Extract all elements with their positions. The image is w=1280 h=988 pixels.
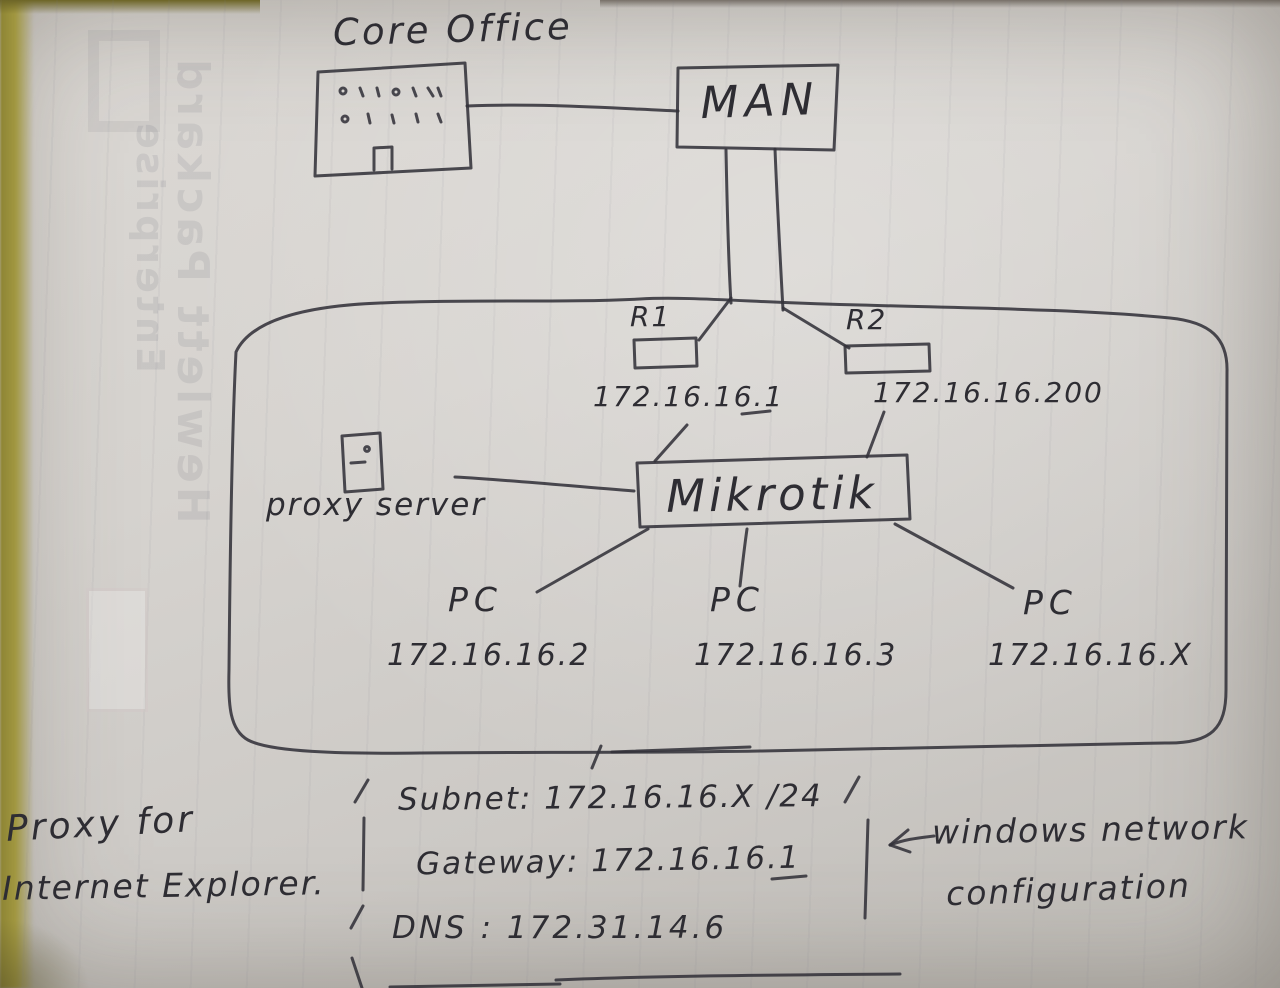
- mikrotik-to-pc1: [535, 527, 650, 594]
- link-core-office-to-man: [465, 103, 680, 113]
- dns-note: DNS : 172.31.14.6: [392, 910, 728, 946]
- paper-showthrough-label: [86, 588, 148, 712]
- pc1-ip: 172.16.16.2: [387, 638, 591, 673]
- man-downlink-2: [773, 147, 785, 312]
- router-r2-ip: 172.16.16.200: [873, 376, 1104, 409]
- r1-to-mikrotik: [653, 423, 689, 463]
- core-office-building-icon: [313, 61, 473, 178]
- subnet-trailing-slash: [843, 775, 861, 804]
- mikrotik-label: Mikrotik: [665, 466, 879, 523]
- r2-to-mikrotik: [865, 410, 886, 459]
- bracket-left-top: [353, 778, 370, 804]
- paper-showthrough-logo: [88, 30, 160, 132]
- bracket-left-bottom: [349, 904, 365, 930]
- core-office-label: Core Office: [332, 4, 574, 55]
- man-box: [675, 63, 840, 152]
- building-ports-dots: [338, 86, 443, 125]
- router-r2-label: R2: [846, 303, 888, 336]
- bottom-partial-slash: [350, 956, 364, 988]
- r1-ip-underline: [740, 409, 772, 416]
- building-door: [372, 145, 394, 172]
- mikrotik-to-pc3: [893, 522, 1015, 590]
- subnet-overline-slash: [590, 744, 603, 770]
- subnet-overline: [610, 745, 752, 754]
- r2-box: [843, 342, 932, 375]
- r2-uplink: [781, 306, 851, 350]
- arrow-head-lower: [888, 843, 912, 854]
- building-outline: [313, 61, 473, 178]
- proxy-server-label: proxy server: [266, 487, 487, 523]
- gateway-note: Gateway: 172.16.16.1: [415, 839, 801, 883]
- paper-top-edge-shadow: [600, 0, 1280, 8]
- pc2-label: PC: [710, 580, 765, 619]
- man-label: MAN: [699, 73, 821, 130]
- pc3-ip: 172.16.16.X: [988, 638, 1193, 673]
- proxy-icon-led: [363, 445, 371, 453]
- proxy-to-mikrotik: [453, 475, 636, 493]
- table-surface-top-edge: [0, 0, 260, 14]
- pc2-ip: 172.16.16.3: [694, 638, 898, 673]
- proxy-note-line2: Internet Explorer.: [1, 863, 327, 908]
- mikrotik-box: [635, 453, 912, 529]
- table-surface-left-edge: [0, 0, 34, 988]
- proxy-server-icon: [340, 431, 385, 494]
- bracket-left-mid: [361, 816, 366, 892]
- network-boundary: [227, 296, 1229, 755]
- bracket-right: [863, 818, 870, 920]
- pc3-label: PC: [1023, 583, 1078, 622]
- gateway-underline: [770, 874, 808, 881]
- bottom-partial-line-2: [388, 982, 562, 988]
- subnet-note: Subnet: 172.16.16.X /24: [397, 778, 823, 818]
- bottom-partial-line-1: [554, 972, 902, 982]
- arrow-head-upper: [888, 828, 910, 847]
- r1-uplink: [697, 296, 733, 342]
- router-r1-ip: 172.16.16.1: [593, 380, 785, 413]
- mikrotik-to-pc2: [738, 527, 749, 588]
- proxy-icon-slot: [349, 460, 367, 465]
- r1-box: [632, 336, 699, 370]
- paper-bottom-left-shadow: [0, 918, 90, 988]
- left-arrow-icon: [888, 828, 936, 854]
- windows-note-line1: windows network: [931, 807, 1250, 852]
- router-r1-label: R1: [630, 300, 672, 333]
- proxy-icon-box: [340, 431, 385, 494]
- man-downlink-1: [724, 148, 733, 305]
- pc1-label: PC: [448, 580, 503, 619]
